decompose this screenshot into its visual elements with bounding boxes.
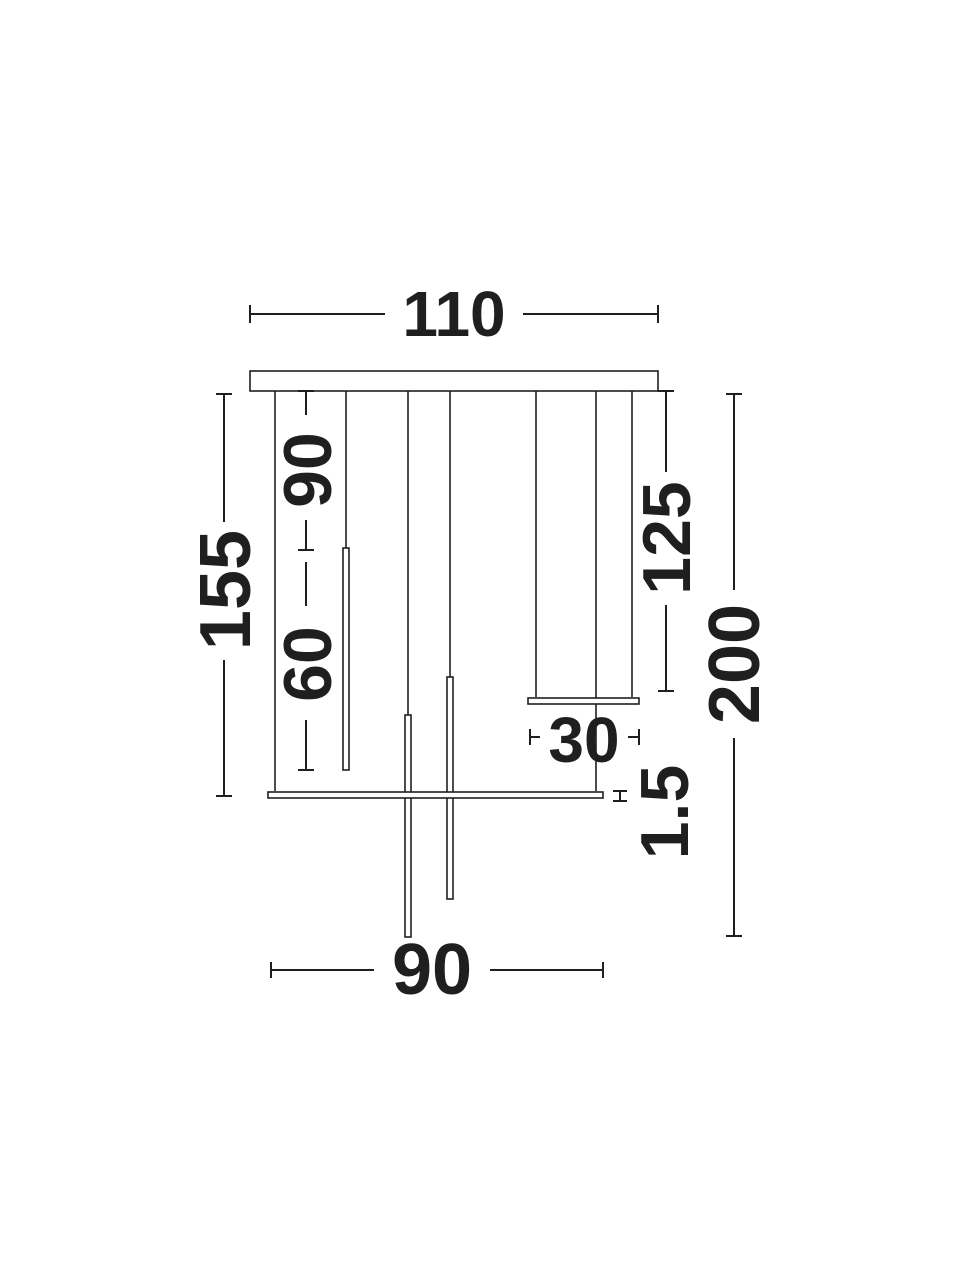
label-ring-drop: 155 [186,530,266,650]
dim-large-bar-width: 90 [270,930,604,1010]
label-small-bar-width: 30 [548,704,619,776]
dim-tube-length: 60 [270,562,346,771]
label-total-height: 200 [695,604,775,724]
dim-small-bar-width: 30 [529,704,640,776]
light-tube-long [404,714,412,938]
label-large-bar-width: 90 [392,930,472,1010]
dim-canopy-width: 110 [249,278,659,350]
label-tube-drop: 90 [270,432,346,508]
dim-bar-thickness: 1.5 [613,765,703,860]
label-canopy-width: 110 [402,278,505,350]
dim-small-bar-drop: 125 [629,390,705,692]
dim-ring-drop: 155 [186,393,266,797]
small-horizontal-bar [527,697,640,705]
light-tube-short [342,547,350,771]
label-bar-thickness: 1.5 [627,765,703,860]
ceiling-canopy [249,370,659,392]
large-horizontal-bar [267,791,604,799]
light-tube-middle [446,676,454,900]
dim-total-height: 200 [695,393,775,937]
label-small-bar-drop: 125 [629,481,705,594]
dim-tube-drop: 90 [270,390,346,551]
suspension-cables [274,391,633,791]
label-tube-length: 60 [270,626,346,702]
